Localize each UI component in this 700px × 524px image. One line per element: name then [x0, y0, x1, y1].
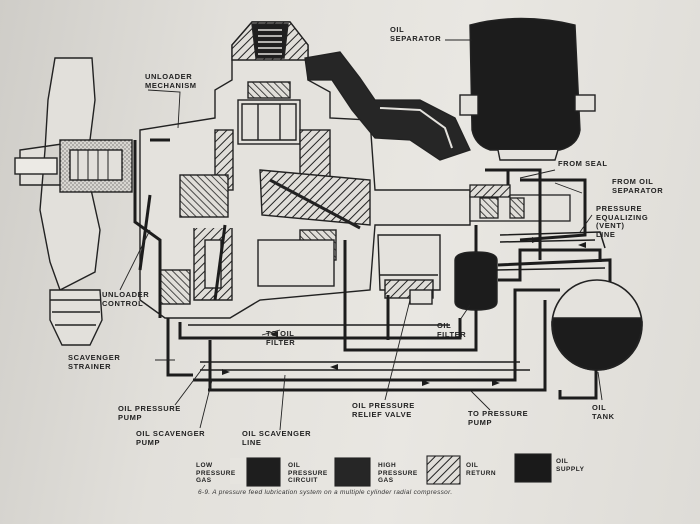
swatch-high-pressure-gas: [334, 457, 371, 487]
legend-label-low-pressure-gas: LOW PRESSURE GAS: [196, 462, 236, 484]
label-to-oil-filter: TO OIL FILTER: [266, 329, 296, 347]
discharge-pipe: [304, 51, 471, 161]
label-from-oil-separator: FROM OIL SEPARATOR: [612, 177, 664, 195]
legend-label-oil-return: OIL RETURN: [466, 462, 497, 477]
leader-lines: [119, 39, 603, 431]
label-unloader-control: UNLOADER CONTROL: [102, 290, 150, 308]
compressor-body: [139, 21, 471, 319]
legend-label-oil-supply: OIL SUPPLY: [556, 458, 585, 473]
label-oil-filter: OIL FILTER: [437, 321, 467, 339]
oil-tank: [551, 279, 643, 371]
main-shaft: [469, 184, 571, 222]
drive-motor: [14, 57, 133, 346]
label-oil-tank: OIL TANK: [592, 403, 615, 421]
legend-swatches: [230, 453, 552, 487]
swatch-oil-return: [426, 455, 461, 485]
label-oil-pressure-pump: OIL PRESSURE PUMP: [118, 404, 181, 422]
label-to-pressure-pump: TO PRESSURE PUMP: [468, 409, 529, 427]
oil-piping: [133, 138, 612, 400]
label-from-seal: FROM SEAL: [558, 159, 608, 168]
label-oil-scavenger-pump: OIL SCAVENGER PUMP: [136, 429, 206, 447]
label-scavenger-strainer: SCAVENGER STRAINER: [68, 353, 121, 371]
flow-arrows: [222, 237, 586, 386]
legend-label-oil-pressure-circuit: OIL PRESSURE CIRCUIT: [288, 462, 328, 484]
swatch-oil-supply: [514, 453, 552, 483]
label-pressure-equalizing-line: PRESSURE EQUALIZING (VENT) LINE: [596, 204, 649, 239]
label-oil-scavenger-line: OIL SCAVENGER LINE: [242, 429, 312, 447]
label-oil-separator: OIL SEPARATOR: [390, 25, 442, 43]
legend-label-high-pressure-gas: HIGH PRESSURE GAS: [378, 462, 418, 484]
swatch-oil-pressure-circuit: [246, 457, 281, 487]
label-unloader-mechanism: UNLOADER MECHANISM: [145, 72, 197, 90]
oil-separator: [459, 17, 596, 161]
oil-filter: [454, 251, 498, 311]
figure-caption: 6-9. A pressure feed lubrication system …: [198, 489, 453, 496]
oil-piping-thin: [188, 231, 606, 371]
label-oil-pressure-relief-valve: OIL PRESSURE RELIEF VALVE: [352, 401, 415, 419]
